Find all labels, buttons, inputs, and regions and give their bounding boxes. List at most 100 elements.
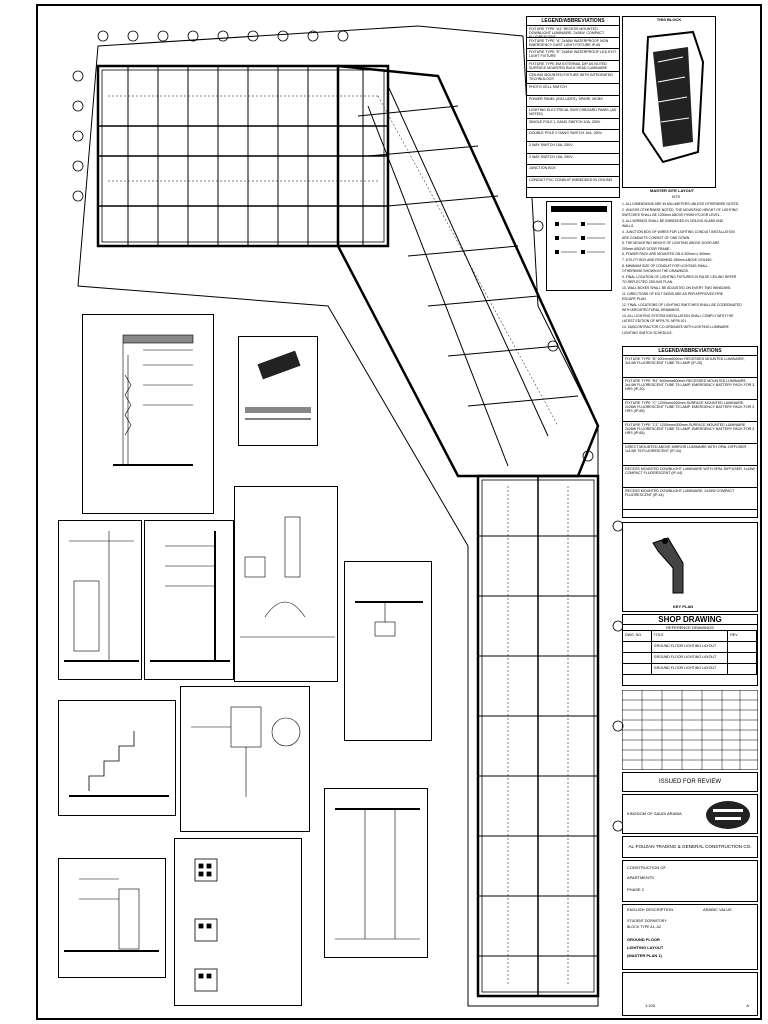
note-line: 11. DIRECTIONS OF EXIT SIGNS ARE AS PER …: [622, 291, 724, 296]
legend-top-panel: LEGEND/ABBREVIATIONS FIXTURE TYPE "A1" R…: [526, 16, 620, 198]
issued-panel: ISSUED FOR REVIEW: [622, 772, 758, 792]
client-panel: KINGDOM OF SAUDI ARABIA: [622, 794, 758, 834]
shop-drawing-row: GROUND FLOOR LIGHTING LAYOUT: [623, 664, 757, 675]
legend-top-item: SINGLE POLE 1 GANG SWITCH 10A, 250V: [527, 119, 619, 131]
legend-top-list: FIXTURE TYPE "A1" RECESS MOUNTED DOWNLIG…: [527, 26, 619, 189]
shop-drawing-cell: GROUND FLOOR LIGHTING LAYOUT: [652, 664, 729, 674]
master-site-subtitle: NTS: [672, 194, 680, 199]
note-line: WALLS.: [622, 224, 635, 229]
legend-mid-item: RECESS MOUNTED DOWNLIGHT LUMINAIRE, 2x26…: [623, 488, 757, 510]
site-key-plan-panel: THIS BLOCK: [622, 16, 716, 188]
legend-mid-item: FIXTURE TYPE "C" 1200mmx300mm SURFACE MO…: [623, 400, 757, 422]
legend-mid-item: FIXTURE TYPE "C1" 1200mmx300mm SURFACE M…: [623, 422, 757, 444]
shop-drawing-cell: REV: [728, 631, 757, 641]
issued-label: ISSUED FOR REVIEW: [658, 779, 721, 785]
shop-drawing-row: GROUND FLOOR LIGHTING LAYOUT: [623, 642, 757, 653]
description-panel: ENGLISH DESCRIPTION ARABIC VALUE STUDENT…: [622, 904, 758, 970]
detail-fixture-panel: [238, 336, 318, 446]
legend-top-item: CEILING MOUNTED FIXTURE WITH INTEGRATED …: [527, 72, 619, 84]
note-line: TO REFLECTED CEILING PLAN.: [622, 280, 673, 285]
shop-drawing-cell: [623, 664, 652, 674]
legend-top-item: 2 WAY SWITCH 10A, 250V: [527, 154, 619, 166]
detail-switch-plates: [174, 838, 302, 1006]
key-plan-graphic: [652, 537, 684, 594]
drawing-title-1: GROUND FLOOR: [627, 937, 660, 942]
project-phase: PHASE 2: [627, 887, 644, 892]
legend-top-item: CONDUIT PVC CONDUIT EMBEDDED IN CEILING: [527, 177, 619, 189]
legend-top-item: POWER PANEL (INCLUDES), SPARE, MCBS: [527, 96, 619, 108]
note-line: 14. SUBCONTRACTOR CO-ORDINATE WITH LIGHT…: [622, 325, 729, 330]
contractor-name: AL-FOUZAN TRADING & GENERAL CONSTRUCTION…: [628, 844, 752, 849]
shop-drawing-row: GROUND FLOOR LIGHTING LAYOUT: [623, 653, 757, 664]
note-line: 8. MINIMUM SIZE OF CONDUIT FOR LIGHTING …: [622, 263, 709, 268]
note-line: ARE CONDUITS CONSIST OF ONE DOWN.: [622, 235, 691, 240]
shop-drawing-cell: DWG. NO.: [623, 631, 652, 641]
detail-stair-section: [58, 700, 176, 816]
shop-drawing-cell: [728, 664, 757, 674]
client-logo-icon: [706, 801, 750, 829]
legend-mid-item: FIXTURE TYPE "B1" 600mmx600mm RECESSED M…: [623, 378, 757, 400]
detail-ceiling-section: [82, 314, 214, 514]
shop-drawing-cell: GROUND FLOOR LIGHTING LAYOUT: [652, 653, 729, 663]
vertical-notes-strip: [14, 120, 30, 1000]
detail-wall-section-1: [58, 520, 142, 680]
shop-drawing-cell: [623, 642, 652, 652]
site-key-plan-title: THIS BLOCK: [656, 17, 682, 22]
legend-top-item: FIXTURE TYPE EM EXTERNAL DIP AS NOTED SU…: [527, 61, 619, 73]
drawing-title-2: LIGHTING LAYOUT: [627, 945, 664, 950]
legend-top-item: DOUBLE POLE 2 GANG SWITCH 10A, 250V: [527, 130, 619, 142]
legend-top-item: LIGHTING ELECTRICAL SWITCHBOARD PANEL (A…: [527, 107, 619, 119]
riser-key-graphic: [551, 206, 607, 254]
legend-top-item: PHOTO CELL SWITCH: [527, 84, 619, 96]
detail-fixture-elevation: [234, 486, 338, 682]
english-description-label: ENGLISH DESCRIPTION: [627, 907, 674, 912]
notes-panel: 1. ALL DIMENSIONS ARE IN MILLIMETERS UNL…: [622, 202, 742, 342]
footer-sheet: A: [746, 1003, 749, 1008]
legend-mid-item: RECESS MOUNTED DOWNLIGHT LUMINAIRE WITH …: [623, 466, 757, 488]
floor-plan: [72, 25, 624, 1007]
master-site-title: MASTER SITE LAYOUT: [650, 188, 695, 193]
note-line: 2. UNLESS OTHERWISE NOTED, THE MOUNTING …: [622, 207, 738, 212]
legend-mid-list: FIXTURE TYPE "B" 600mmx600mm RECESSED MO…: [623, 356, 757, 510]
shop-drawing-panel: SHOP DRAWING REFERENCE DRAWINGS DWG. NO.…: [622, 614, 758, 686]
note-line: OTHERWISE SHOWN IN THE DRAWINGS.: [622, 269, 689, 274]
drawing-title-3: (MASTER PLAN 1): [627, 953, 662, 958]
project-panel: CONSTRUCTION OF APARTMENTS PHASE 2: [622, 860, 758, 902]
note-line: SWITCHES SHALL BE 1200mm ABOVE FINISH FL…: [622, 213, 721, 218]
detail-door-section: [58, 858, 166, 978]
note-line: 13. ALL LIGHTING SYSTEM INSTALLATION SHA…: [622, 313, 734, 318]
detail-wiring-diagram: [180, 686, 310, 832]
legend-top-title: LEGEND/ABBREVIATIONS: [527, 17, 619, 26]
shop-drawing-subtitle: REFERENCE DRAWINGS: [623, 625, 757, 631]
notes-list: 1. ALL DIMENSIONS ARE IN MILLIMETERS UNL…: [622, 202, 742, 336]
note-line: LATEST EDITION OF NFPA 70, NFPA 101.: [622, 319, 688, 324]
riser-key-panel: [546, 201, 612, 291]
legend-top-item: FIXTURE TYPE "A1" RECESS MOUNTED DOWNLIG…: [527, 26, 619, 38]
shop-drawing-cell: [728, 642, 757, 652]
project-line2: APARTMENTS: [627, 875, 654, 880]
legend-top-item: 2 WAY SWITCH 10A, 250V: [527, 142, 619, 154]
arabic-value-label: ARABIC VALUE: [703, 907, 732, 912]
detail-ceiling-luminaire: [324, 788, 428, 958]
block-type: BLOCK TYPE A1, A2: [627, 925, 661, 929]
legend-top-item: FIXTURE TYPE "A" 2x36W WATERPROOF NON EM…: [527, 38, 619, 50]
note-line: 7. UTILITY BOX AND FINISHING 150mm ABOVE…: [622, 257, 713, 262]
note-line: 12. FINAL LOCATIONS OF LIGHTING SWITCHES…: [622, 302, 742, 307]
shop-drawing-cell: GROUND FLOOR LIGHTING LAYOUT: [652, 642, 729, 652]
note-line: 10. WALL BOXES SHALL BE ADJUSTED ON EVER…: [622, 285, 732, 290]
client-kingdom: KINGDOM OF SAUDI ARABIA: [627, 811, 682, 816]
key-plan-title: KEY PLAN: [673, 604, 694, 609]
site-key-plan-graphic: [641, 30, 705, 164]
legend-top-item: JUNCTION BOX: [527, 165, 619, 177]
legend-mid-item: DIRECT MOUNTED ABOVE MIRROR LUMINAIRE WI…: [623, 444, 757, 466]
note-line: 4. JUNCTION BOX OF WIRES FOR LIGHTING CO…: [622, 229, 735, 234]
revision-grid: [622, 690, 758, 770]
note-line: 200mm ABOVE DOOR FRAME.: [622, 246, 671, 251]
note-line: 6. POWER PACK ARE MOUNTED ON A 300mm x 3…: [622, 252, 711, 257]
legend-mid-item: FIXTURE TYPE "B" 600mmx600mm RECESSED MO…: [623, 356, 757, 378]
drawing-sheet: LEGEND/ABBREVIATIONS FIXTURE TYPE "A1" R…: [36, 4, 762, 1020]
footer-scale: 1:100: [645, 1003, 656, 1008]
note-line: 1. ALL DIMENSIONS ARE IN MILLIMETERS UNL…: [622, 202, 740, 206]
footer-panel: 1:100 A: [622, 972, 758, 1016]
